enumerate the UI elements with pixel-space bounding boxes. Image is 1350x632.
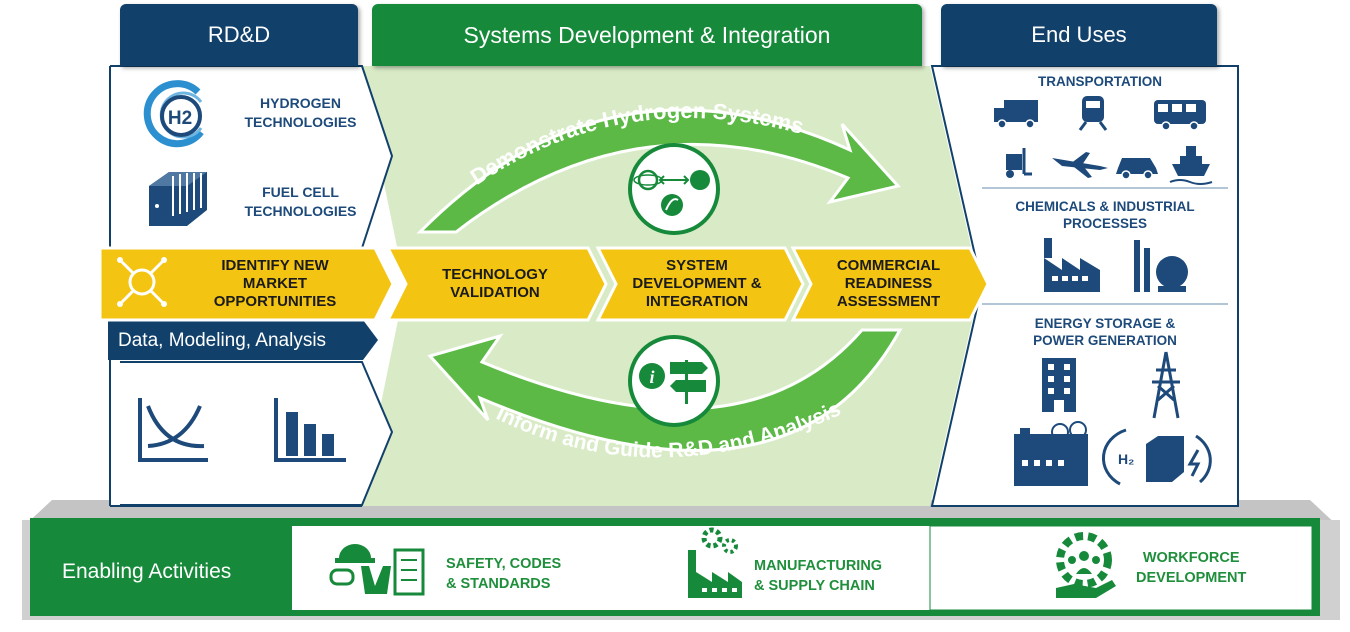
svg-text:H₂: H₂ <box>1118 451 1134 467</box>
safety-icon <box>329 544 425 596</box>
transportation-heading: TRANSPORTATION <box>1038 74 1162 89</box>
step-identify-line3: OPPORTUNITIES <box>213 293 337 310</box>
factory-icon <box>1044 238 1100 292</box>
step-system-line3: INTEGRATION <box>645 293 749 310</box>
chemicals-icons <box>1044 238 1188 292</box>
chemicals-line2: PROCESSES <box>1062 216 1148 231</box>
airplane-icon <box>1052 152 1108 178</box>
forklift-icon <box>1006 148 1032 178</box>
chemicals-line1: CHEMICALS & INDUSTRIAL <box>1015 199 1195 214</box>
hydrogen-line2: TECHNOLOGIES <box>244 114 357 130</box>
demonstrate-systems-icon <box>628 143 720 235</box>
step-identify-shape <box>98 246 395 322</box>
manufacturing-label: MANUFACTURING & SUPPLY CHAIN <box>754 556 882 596</box>
step-system-label: SYSTEM DEVELOPMENT & INTEGRATION <box>612 250 782 318</box>
step-validation-shape <box>385 246 608 322</box>
step-system-shape <box>595 246 805 322</box>
fuel-cell-line1: FUEL CELL <box>262 184 339 200</box>
step-system-line2: DEVELOPMENT & <box>632 275 762 292</box>
bus-icon <box>1154 100 1206 131</box>
header-end-uses: End Uses <box>941 4 1217 66</box>
hydrogen-line1: HYDROGEN <box>260 95 341 111</box>
train-icon <box>1078 96 1108 131</box>
building-icon <box>1042 358 1076 412</box>
step-commercial-line2: READINESS <box>844 275 933 292</box>
analysis-bar-shape <box>108 320 378 360</box>
hydrogen-technologies-label: HYDROGEN TECHNOLOGIES <box>238 94 363 132</box>
step-validation-line2: VALIDATION <box>450 284 540 301</box>
step-identify-line2: MARKET <box>242 275 308 292</box>
svg-text:i: i <box>649 367 654 387</box>
safety-label: SAFETY, CODES & STANDARDS <box>446 554 561 594</box>
workforce-icon <box>1056 532 1116 598</box>
transportation-icons <box>994 96 1213 185</box>
step-validation-label: TECHNOLOGY VALIDATION <box>405 250 585 318</box>
fuel-cell-icon <box>149 172 207 226</box>
top-loop-arrow <box>416 108 901 234</box>
analysis-bar-label: Data, Modeling, Analysis <box>118 330 327 351</box>
market-opportunities-icon <box>117 257 167 307</box>
step-system-line1: SYSTEM <box>666 257 728 274</box>
h2-storage-cycle-icon: H₂ <box>1101 428 1212 486</box>
hydrogen-icon: H2 <box>143 80 204 148</box>
truck-icon <box>994 100 1038 129</box>
workforce-line1: WORKFORCE <box>1142 550 1240 566</box>
energy-heading: ENERGY STORAGE & POWER GENERATION <box>990 315 1220 349</box>
header-systems: Systems Development & Integration <box>372 4 922 66</box>
enabling-title: Enabling Activities <box>62 560 232 583</box>
step-commercial-line1: COMMERCIAL <box>836 257 941 274</box>
car-icon <box>1116 158 1158 180</box>
safety-line1: SAFETY, CODES <box>446 556 562 572</box>
energy-line1: ENERGY STORAGE & <box>1034 316 1176 331</box>
workforce-label: WORKFORCE DEVELOPMENT <box>1136 548 1246 588</box>
manufacturing-line1: MANUFACTURING <box>754 558 883 574</box>
power-plant-icon <box>1014 421 1088 486</box>
workforce-line2: DEVELOPMENT <box>1136 570 1247 586</box>
step-commercial-label: COMMERCIAL READINESS ASSESSMENT <box>806 250 971 318</box>
bottom-loop-arrow <box>427 328 903 452</box>
refinery-icon <box>1134 240 1188 292</box>
fuel-cell-line2: TECHNOLOGIES <box>244 203 357 219</box>
energy-line2: POWER GENERATION <box>1033 333 1177 348</box>
step-validation-line1: TECHNOLOGY <box>442 266 548 283</box>
chemicals-heading: CHEMICALS & INDUSTRIAL PROCESSES <box>990 198 1220 232</box>
step-identify-line1: IDENTIFY NEW <box>221 257 329 274</box>
bar-chart-icon <box>274 398 346 462</box>
step-identify-label: IDENTIFY NEW MARKET OPPORTUNITIES <box>180 250 370 318</box>
curves-chart-icon <box>138 398 208 462</box>
step-commercial-shape <box>790 246 990 322</box>
manufacturing-line2: & SUPPLY CHAIN <box>754 578 875 594</box>
fuel-cell-technologies-label: FUEL CELL TECHNOLOGIES <box>238 183 363 221</box>
ship-icon <box>1169 146 1213 185</box>
power-tower-icon <box>1152 351 1180 419</box>
safety-line2: & STANDARDS <box>446 576 551 592</box>
inform-guide-icon: i <box>628 335 720 427</box>
step-commercial-line3: ASSESSMENT <box>836 293 941 310</box>
header-rdd: RD&D <box>120 4 358 66</box>
manufacturing-icon <box>688 527 742 598</box>
h2-badge-text: H2 <box>168 108 192 129</box>
energy-icons: H₂ <box>1014 351 1212 486</box>
